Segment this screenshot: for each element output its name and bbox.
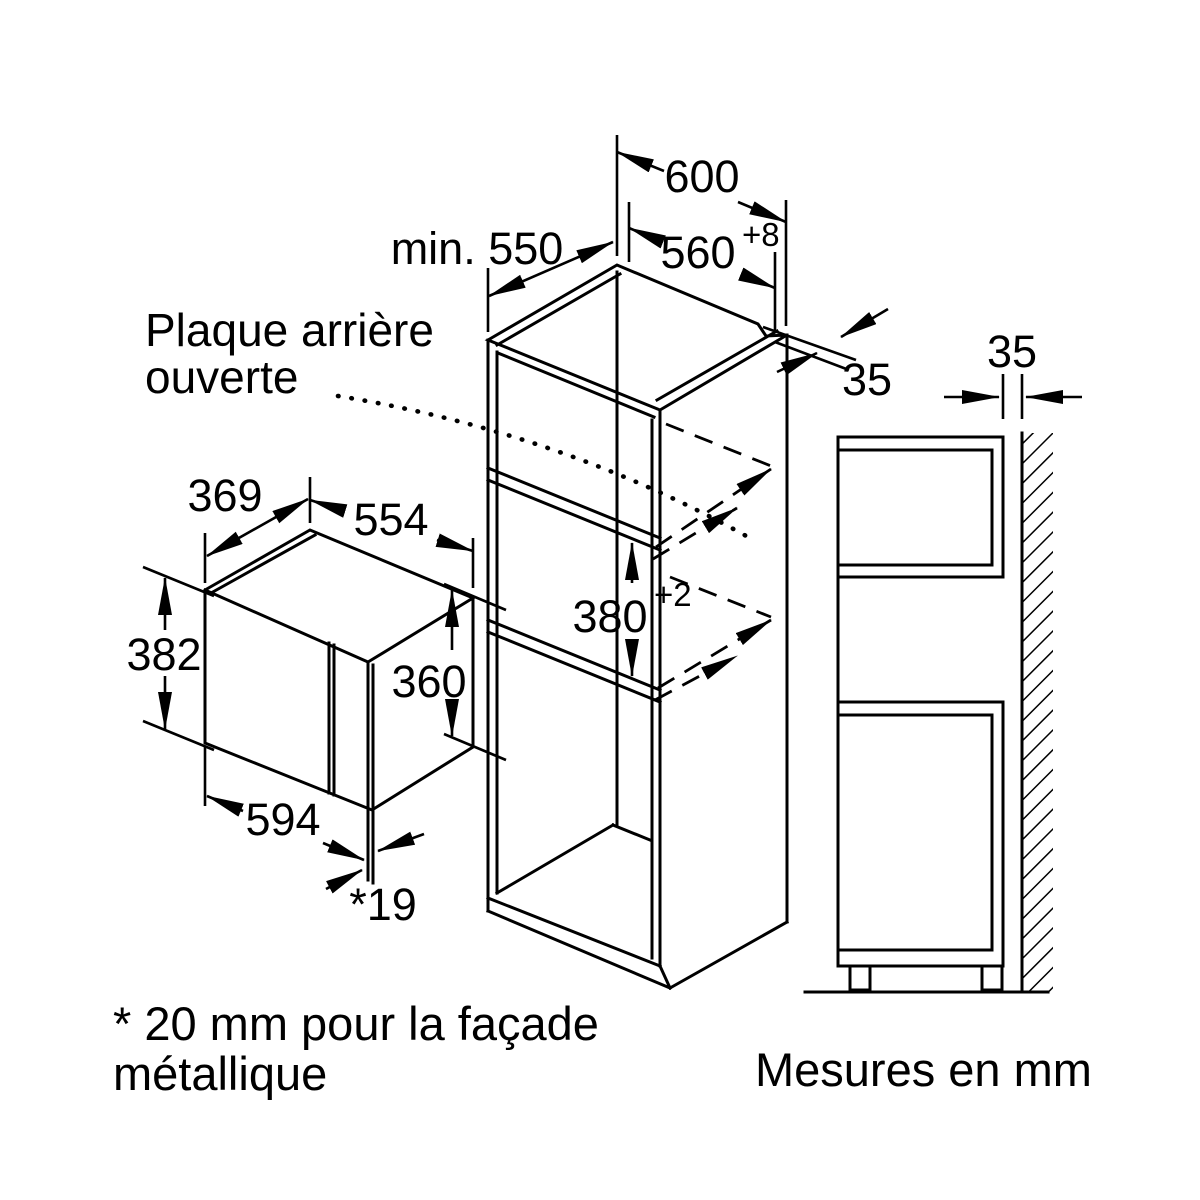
dim-niche-width: 560 +8 <box>627 202 780 330</box>
dim-35-top-label: 35 <box>842 354 892 405</box>
wall-hatching <box>1023 433 1053 992</box>
dim-382-ticks <box>142 565 215 752</box>
microwave-door-lines <box>327 641 375 885</box>
footnote: * 20 mm pour la façade métallique <box>113 997 599 1100</box>
dim-35-top-arrow-lower <box>776 351 818 376</box>
dashed-shelf-upper <box>652 422 772 561</box>
dim-369-label: 369 <box>187 470 262 521</box>
dim-550-line <box>488 240 614 298</box>
callout-line1: Plaque arrière <box>145 304 434 356</box>
dim-594-label: 594 <box>245 794 320 845</box>
dim-front-height: 382 <box>126 565 215 752</box>
dim-19-label: *19 <box>349 879 417 930</box>
dim-body-height: 360 <box>391 582 507 762</box>
dim-560-tolerance: +8 <box>742 216 780 253</box>
dim-35-wall-label: 35 <box>987 326 1037 377</box>
side-view-feet <box>848 964 1004 992</box>
callout-open-back: Plaque arrière ouverte <box>145 304 434 403</box>
dim-560-arrow-right <box>738 267 776 290</box>
dim-360-ticks <box>443 582 507 762</box>
dashed-shelf-upper-top-edge <box>665 422 772 468</box>
dim-380-label: 380 <box>572 591 647 642</box>
dim-600-arrow-left <box>616 150 665 173</box>
wall-section <box>1020 431 1053 994</box>
dim-382-label: 382 <box>126 629 201 680</box>
dim-600-arrow-right <box>737 200 787 224</box>
dim-wall-gap: 35 <box>944 326 1082 419</box>
dashed-shelf-lower <box>654 575 772 702</box>
footnote-line1: * 20 mm pour la façade <box>113 997 599 1050</box>
dim-19-arrow-lower <box>325 868 363 894</box>
dim-380-tolerance: +2 <box>654 576 692 613</box>
side-view-panels <box>836 435 1005 968</box>
dim-594-arrow-left <box>206 794 244 817</box>
dim-360-label: 360 <box>391 656 466 707</box>
dim-594-arrow-right <box>322 839 365 862</box>
dim-560-arrow-left <box>628 226 666 249</box>
dashed-shelf-lower-thickness <box>654 654 738 702</box>
dim-554-label: 554 <box>353 494 428 545</box>
dim-19-arrow-upper <box>377 831 425 853</box>
dim-554-arrow-left <box>309 498 348 518</box>
dim-niche-height: 380 +2 <box>572 542 692 677</box>
dashed-shelf-upper-side-edge <box>655 467 772 549</box>
callout-dotted-leader <box>335 393 751 540</box>
dim-body-width: 554 <box>309 494 475 588</box>
dim-min-depth: min. 550 <box>391 223 614 332</box>
cabinet-top-face <box>484 263 788 419</box>
side-view-cabinet <box>803 435 1050 994</box>
cabinet-bottom <box>486 822 790 991</box>
units-note: Mesures en mm <box>755 1043 1092 1096</box>
dim-front-width: 594 <box>203 747 365 862</box>
dim-554-arrow-right <box>435 533 474 553</box>
dim-top-gap: 35 <box>762 307 892 405</box>
dashed-shelf-lower-top-edge <box>669 575 772 619</box>
dim-560-label: 560 <box>660 227 735 278</box>
dim-600-label: 600 <box>664 151 739 202</box>
cabinet-shelves <box>486 466 662 704</box>
dim-550-label: min. 550 <box>391 223 564 274</box>
tall-cabinet-isometric <box>484 263 790 991</box>
footnote-line2: métallique <box>113 1047 327 1100</box>
dim-35-top-arrow-upper <box>840 307 889 339</box>
dashed-shelf-upper-thickness <box>652 506 738 561</box>
dim-35-wall-ticks <box>1001 374 1024 419</box>
dim-door-overhang: *19 <box>325 831 425 930</box>
dim-cabinet-width: 600 <box>615 135 788 326</box>
callout-line2: ouverte <box>145 351 298 403</box>
dashed-shelf-lower-side-edge <box>657 618 772 690</box>
dim-369-line <box>206 497 309 558</box>
